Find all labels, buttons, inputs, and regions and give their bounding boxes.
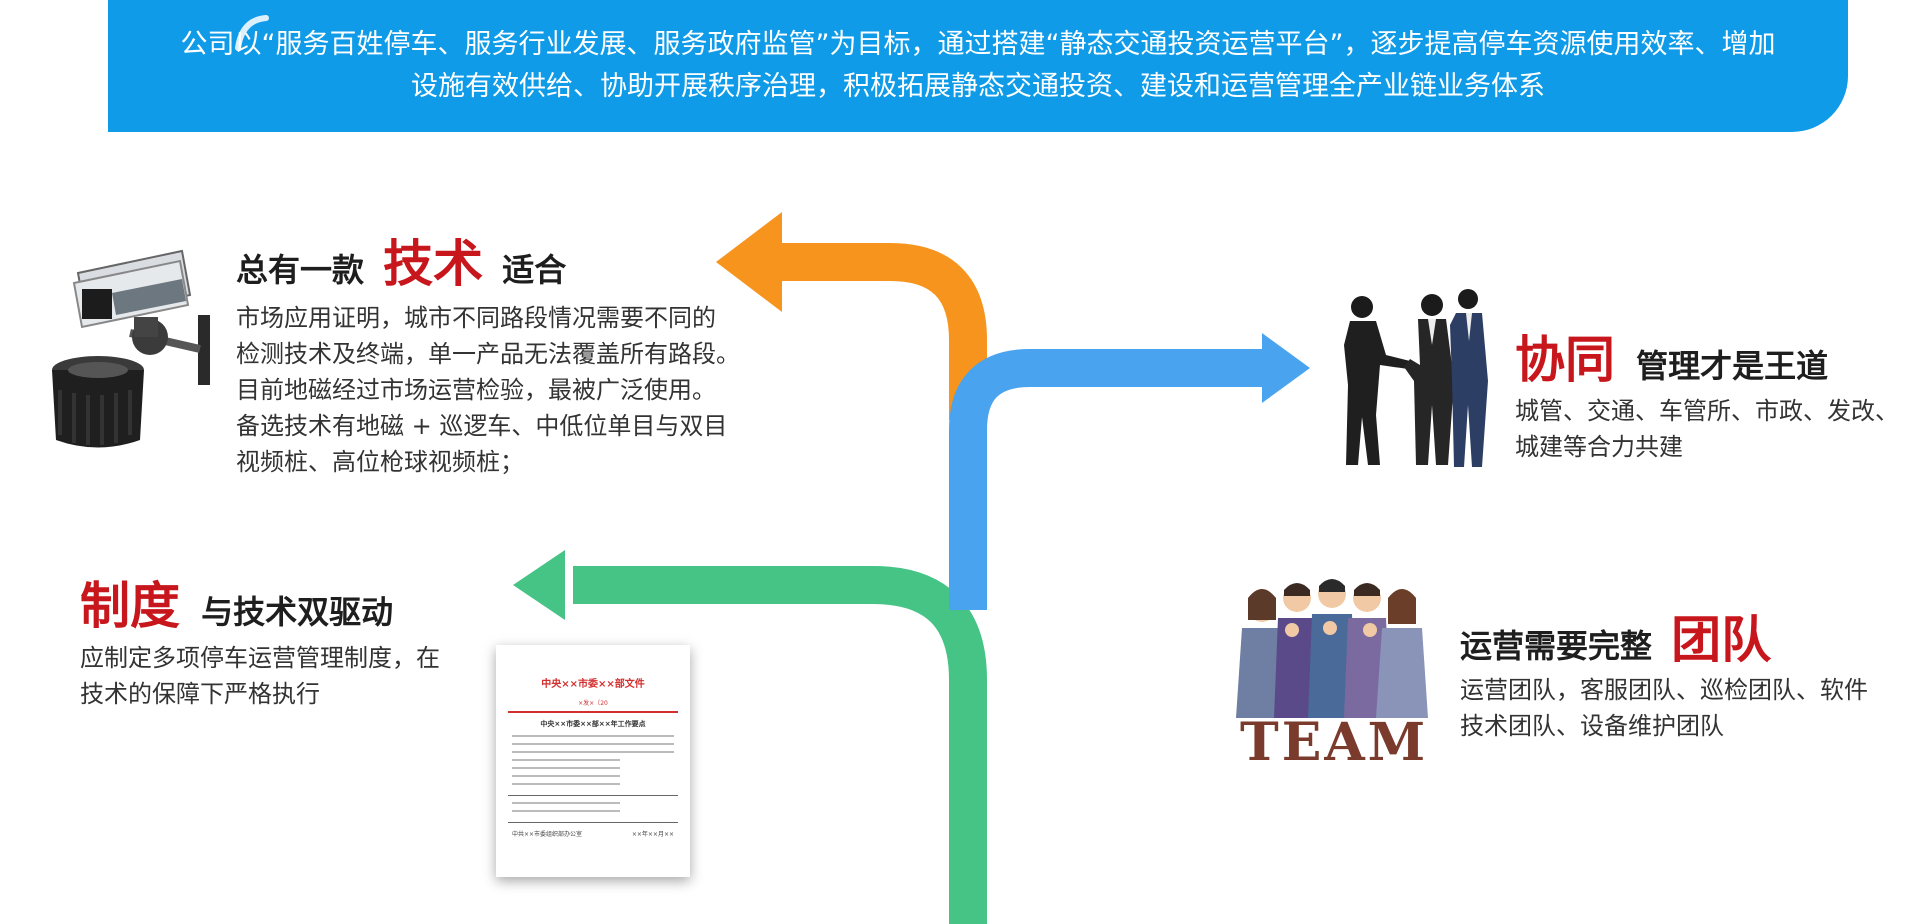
team-line: 运营团队，客服团队、巡检团队、软件 [1460, 676, 1868, 704]
document-footer-right: ××年××月×× [631, 831, 674, 838]
tech-line: 视频桩、高位枪球视频桩； [236, 448, 524, 476]
document-footer-left: 中共××市委组织部办公室 [512, 831, 583, 838]
tech-heading-accent: 技术 [383, 235, 484, 293]
camera-sensor-icon [52, 249, 210, 448]
system-heading-post: 与技术双驱动 [201, 593, 394, 631]
tech-description: 市场应用证明，城市不同路段情况需要不同的 检测技术及终端，单一产品无法覆盖所有路… [236, 300, 740, 480]
intro-banner: 公司以“服务百姓停车、服务行业发展、服务政府监管”为目标，通过搭建“静态交通投资… [108, 0, 1848, 132]
document-text-line [512, 735, 674, 737]
tech-line: 备选技术有地磁 + 巡逻车、中低位单目与双目 [236, 412, 728, 440]
handshake-people-icon [1344, 289, 1488, 467]
orange-arrow-head [716, 212, 782, 312]
document-footer: 中共××市委组织部办公室 ××年××月×× [496, 823, 690, 838]
document-text-line [512, 775, 620, 777]
tech-line: 市场应用证明，城市不同路段情况需要不同的 [236, 304, 716, 332]
cooperation-heading: 协同 管理才是王道 [1515, 320, 1828, 392]
team-line: 技术团队、设备维护团队 [1460, 712, 1724, 740]
intro-banner-line-2: 设施有效供给、协助开展秩序治理，积极拓展静态交通投资、建设和运营管理全产业链业务… [411, 71, 1545, 102]
document-number: ×发×〔20 [578, 700, 608, 707]
system-line: 技术的保障下严格执行 [80, 680, 320, 708]
document-text-line [512, 802, 620, 804]
tech-heading-pre: 总有一款 [236, 251, 365, 289]
document-text-line [512, 759, 620, 761]
system-description: 应制定多项停车运营管理制度，在 技术的保障下严格执行 [80, 640, 440, 712]
tech-line: 检测技术及终端，单一产品无法覆盖所有路段。 [236, 340, 740, 368]
document-separator [508, 795, 678, 796]
document-text-line [512, 810, 620, 812]
document-subtitle: 中央××市委××部××年工作要点 [540, 720, 646, 728]
cooperation-description: 城管、交通、车管所、市政、发改、 城建等合力共建 [1515, 393, 1899, 465]
document-text-line [512, 783, 620, 785]
cooperation-heading-accent: 协同 [1515, 331, 1615, 389]
team-people-icon [1236, 579, 1428, 718]
orange-arrow-shaft [775, 243, 987, 420]
tech-heading: 总有一款 技术 适合 [236, 224, 566, 296]
team-heading: 运营需要完整 团队 [1460, 600, 1771, 672]
system-heading-accent: 制度 [80, 577, 180, 635]
system-line: 应制定多项停车运营管理制度，在 [80, 644, 440, 672]
banner-curl-decoration [235, 15, 269, 51]
document-separator [508, 822, 678, 823]
tech-heading-post: 适合 [502, 251, 567, 289]
cooperation-heading-post: 管理才是王道 [1636, 347, 1829, 385]
intro-banner-line-1: 公司以“服务百姓停车、服务行业发展、服务政府监管”为目标，通过搭建“静态交通投资… [180, 29, 1776, 60]
policy-document-image: 中央××市委××部文件 ×发×〔20 中央××市委××部××年工作要点 中共××… [496, 645, 690, 877]
document-text-line [512, 767, 620, 769]
document-text-line [512, 743, 674, 745]
team-heading-pre: 运营需要完整 [1460, 627, 1653, 665]
cooperation-line: 城建等合力共建 [1515, 433, 1683, 461]
green-arrow-head [513, 550, 565, 620]
document-title: 中央××市委××部文件 [541, 679, 645, 690]
blue-arrow-shaft [949, 349, 1270, 610]
team-heading-accent: 团队 [1671, 611, 1772, 669]
green-arrow-shaft [573, 566, 987, 924]
cooperation-line: 城管、交通、车管所、市政、发改、 [1515, 397, 1899, 425]
document-text-line [512, 751, 674, 753]
tech-line: 目前地磁经过市场运营检验，最被广泛使用。 [236, 376, 716, 404]
document-red-rule [508, 711, 678, 713]
system-heading: 制度 与技术双驱动 [80, 566, 393, 638]
team-description: 运营团队，客服团队、巡检团队、软件 技术团队、设备维护团队 [1460, 672, 1868, 744]
blue-arrow-head [1262, 333, 1310, 403]
team-logo-word: TEAM [1240, 712, 1429, 773]
